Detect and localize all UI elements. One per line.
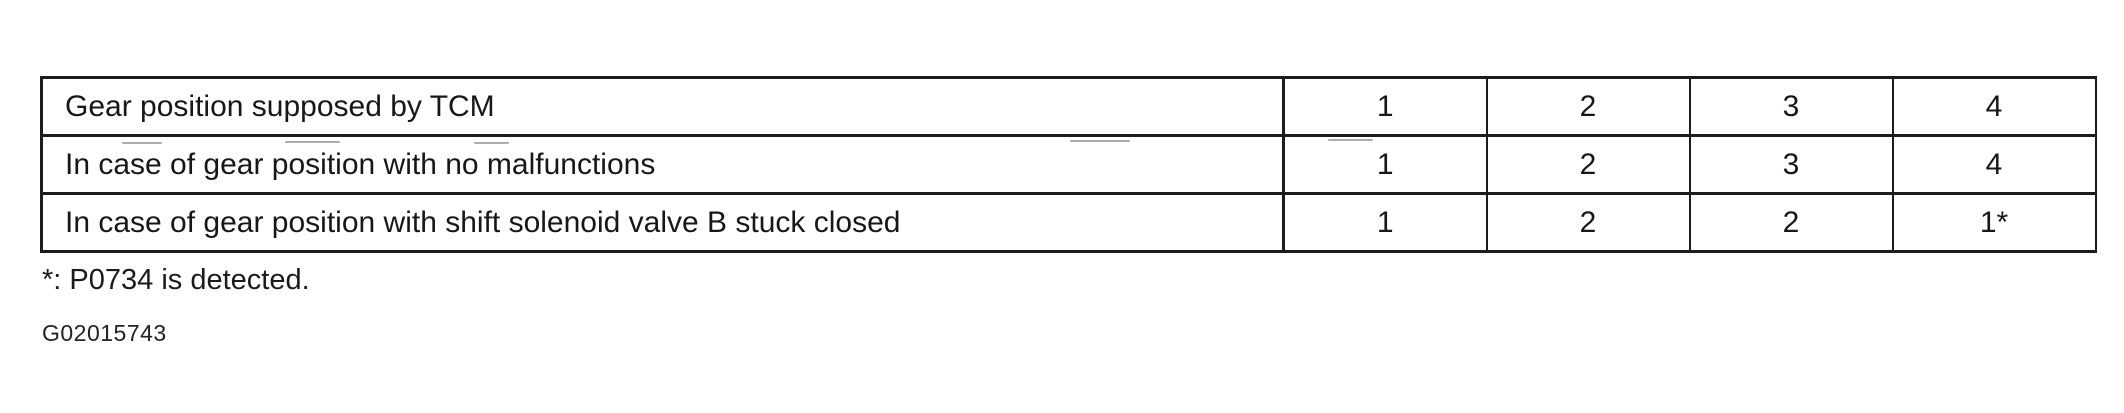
- gear-value: 4: [1891, 76, 2097, 137]
- gear-value: 2: [1485, 134, 1691, 195]
- gear-value: 2: [1485, 192, 1691, 253]
- row-label: In case of gear position with shift sole…: [40, 192, 1285, 253]
- footnote: *: P0734 is detected.: [42, 264, 310, 296]
- scan-artifact: [285, 141, 340, 143]
- gear-value: 4: [1891, 134, 2097, 195]
- gear-value: 3: [1688, 76, 1894, 137]
- gear-value: 1*: [1891, 192, 2097, 253]
- gear-value: 3: [1688, 134, 1894, 195]
- figure-id: G02015743: [42, 320, 167, 346]
- scan-artifact: [1070, 140, 1130, 142]
- gear-position-table: Gear position supposed by TCM 1 2 3 4 In…: [40, 76, 2097, 253]
- table-row: In case of gear position with shift sole…: [40, 192, 2097, 253]
- row-label: In case of gear position with no malfunc…: [40, 134, 1285, 195]
- gear-value: 2: [1688, 192, 1894, 253]
- row-label: Gear position supposed by TCM: [40, 76, 1285, 137]
- gear-value: 2: [1485, 76, 1691, 137]
- gear-value: 1: [1282, 192, 1488, 253]
- gear-value: 1: [1282, 134, 1488, 195]
- table-row: In case of gear position with no malfunc…: [40, 134, 2097, 195]
- scan-artifact: [474, 142, 509, 144]
- scan-artifact: [1328, 139, 1373, 141]
- scan-artifact: [122, 142, 162, 144]
- gear-value: 1: [1282, 76, 1488, 137]
- table-row: Gear position supposed by TCM 1 2 3 4: [40, 76, 2097, 137]
